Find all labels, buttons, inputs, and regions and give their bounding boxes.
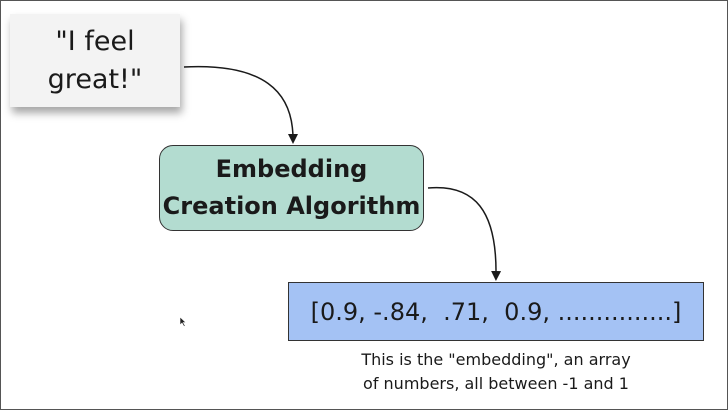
input-text-line-2: great!": [47, 63, 143, 95]
algorithm-label-line-1: Embedding: [215, 155, 368, 183]
algorithm-label-line-2: Creation Algorithm: [162, 192, 421, 220]
embedding-output-box: [0.9, -.84, .71, 0.9, ...............]: [288, 282, 704, 341]
input-text-note: "I feel great!": [10, 14, 180, 107]
caption-line-1: This is the "embedding", an array: [361, 350, 631, 369]
embedding-values: [0.9, -.84, .71, 0.9, ...............]: [310, 297, 682, 326]
arrow-note-to-algorithm: [183, 65, 298, 144]
embedding-caption: This is the "embedding", an array of num…: [331, 348, 661, 396]
caption-line-2: of numbers, all between -1 and 1: [363, 374, 629, 393]
embedding-algorithm-box: Embedding Creation Algorithm: [159, 145, 424, 231]
input-text-line-1: "I feel: [55, 25, 135, 57]
mouse-pointer-icon: [179, 312, 188, 331]
arrow-algorithm-to-embedding: [427, 186, 502, 281]
